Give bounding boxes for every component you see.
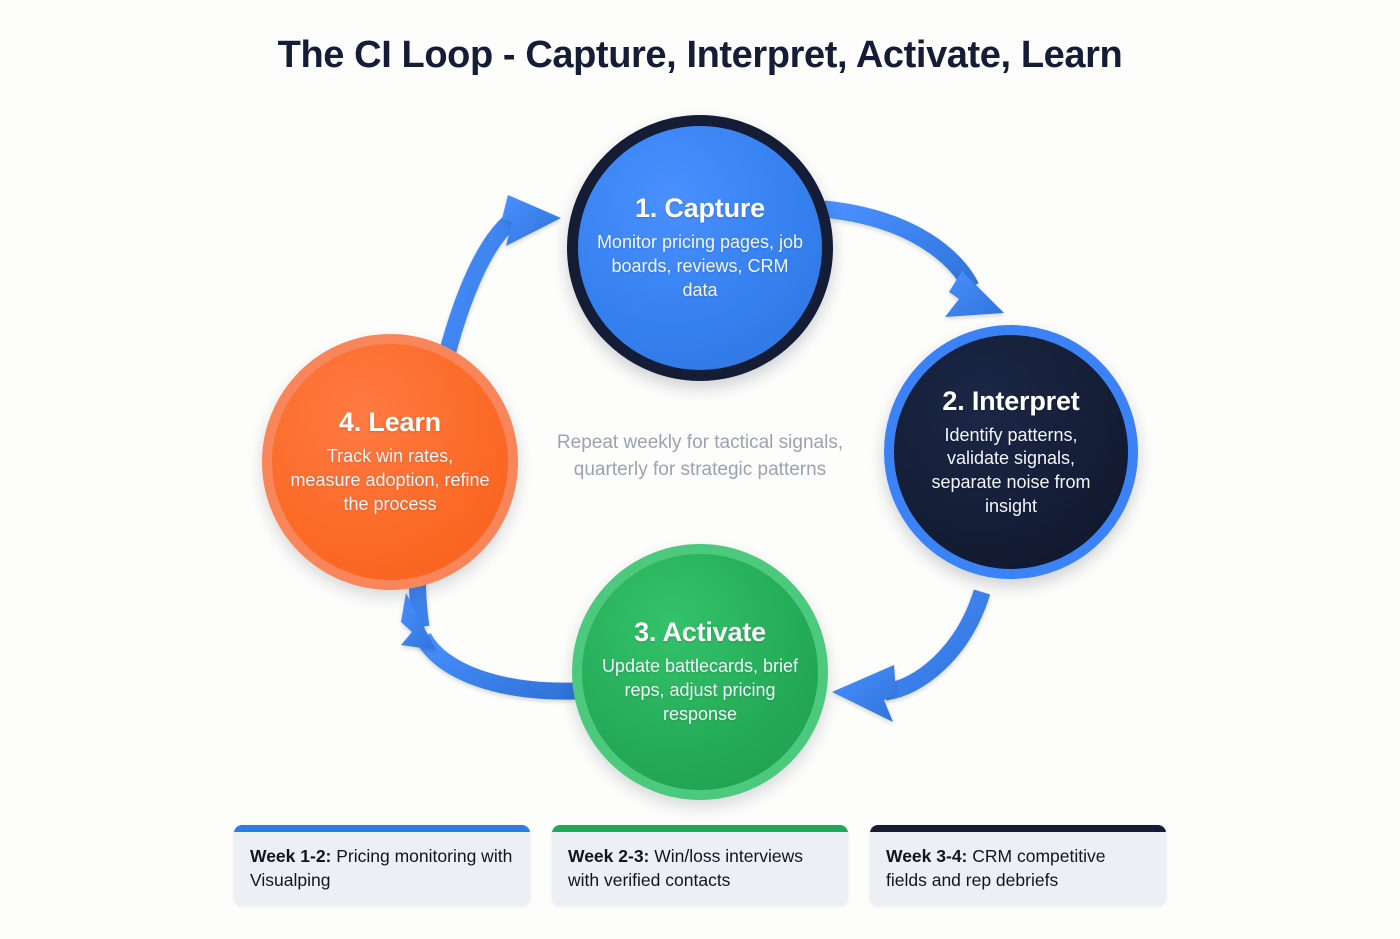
arrowhead-into-activate: [832, 665, 896, 722]
legend-card-label: Week 2-3:: [568, 846, 650, 866]
arrowhead-into-interpret: [945, 271, 1004, 317]
legend-accent-bar: [234, 825, 530, 832]
legend-card-text: Week 1-2: Pricing monitoring with Visual…: [234, 832, 530, 892]
legend-card-label: Week 1-2:: [250, 846, 332, 866]
page-title: The CI Loop - Capture, Interpret, Activa…: [277, 34, 1123, 76]
legend-card-text: Week 3-4: CRM competitive fields and rep…: [870, 832, 1166, 892]
legend-card-text: Week 2-3: Win/loss interviews with verif…: [552, 832, 848, 892]
cycle-node-activate-title: 3. Activate: [634, 617, 766, 648]
legend-accent-bar: [870, 825, 1166, 832]
legend-card-body: CRM competitive fields and rep debriefs: [886, 846, 1106, 891]
arrow-activate-to-learn: [415, 632, 576, 700]
legend-accent-bar: [552, 825, 848, 832]
legend-card-week-2-3: Week 2-3: Win/loss interviews with verif…: [552, 825, 848, 905]
cycle-node-interpret[interactable]: 2. Interpret Identify patterns, validate…: [884, 325, 1138, 579]
legend-card-label: Week 3-4:: [886, 846, 968, 866]
arrow-interpret-to-activate: [883, 589, 991, 701]
cycle-node-learn-title: 4. Learn: [339, 407, 441, 438]
cycle-node-capture[interactable]: 1. Capture Monitor pricing pages, job bo…: [567, 115, 833, 381]
cycle-node-activate-desc: Update battlecards, brief reps, adjust p…: [601, 656, 799, 724]
arrow-capture-to-interpret: [823, 200, 979, 291]
legend-card-body: Pricing monitoring with Visualping: [250, 846, 513, 891]
cycle-node-learn[interactable]: 4. Learn Track win rates, measure adopti…: [262, 334, 518, 590]
cycle-node-capture-desc: Monitor pricing pages, job boards, revie…: [596, 232, 804, 300]
cycle-node-interpret-title: 2. Interpret: [942, 385, 1080, 416]
cycle-node-interpret-desc: Identify patterns, validate signals, sep…: [931, 424, 1091, 516]
arrowhead-into-capture: [502, 195, 561, 246]
cycle-center-note: Repeat weekly for tactical signals, quar…: [556, 432, 844, 480]
cycle-node-activate[interactable]: 3. Activate Update battlecards, brief re…: [572, 544, 828, 800]
legend-card-week-3-4: Week 3-4: CRM competitive fields and rep…: [870, 825, 1166, 905]
legend-card-body: Win/loss interviews with verified contac…: [568, 846, 804, 891]
cycle-node-learn-desc: Track win rates, measure adoption, refin…: [290, 446, 490, 514]
cycle-node-capture-title: 1. Capture: [634, 193, 766, 224]
legend-card-week-1-2: Week 1-2: Pricing monitoring with Visual…: [234, 825, 530, 905]
arrowhead-into-learn: [401, 593, 436, 650]
